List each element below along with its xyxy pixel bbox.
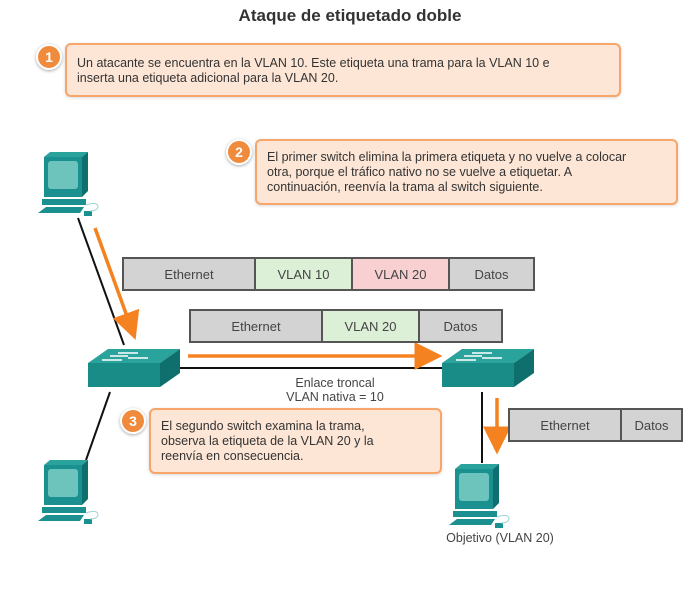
step-2-text-line: continuación, reenvía la trama al switch… [267, 180, 543, 194]
cable-switch1-victim [85, 391, 111, 461]
step-3-text-line: El segundo switch examina la trama, [161, 419, 365, 433]
frame-cell-ethernet: Ethernet [191, 311, 323, 341]
target-pc-icon [448, 463, 510, 529]
step-3-callout: El segundo switch examina la trama, obse… [149, 408, 442, 474]
frame-cell-vlan20-tag: VLAN 20 [353, 259, 450, 289]
frame-cell-vlan20-tag: VLAN 20 [323, 311, 420, 341]
arrow-attacker-to-switch1 [93, 227, 140, 340]
step-3-text-line: reenvía en consecuencia. [161, 449, 304, 463]
step-3-text-line: observa la etiqueta de la VLAN 20 y la [161, 434, 374, 448]
step-1-callout: Un atacante se encuentra en la VLAN 10. … [65, 43, 621, 97]
frame-cell-ethernet: Ethernet [510, 410, 622, 440]
cable-attacker-switch1 [77, 217, 125, 346]
step-2-text-line: otra, porque el tráfico nativo no se vue… [267, 165, 573, 179]
step-2-callout: El primer switch elimina la primera etiq… [255, 139, 678, 205]
step-1-text-line: inserta una etiqueta adicional para la V… [77, 71, 339, 85]
trunk-label-line1: Enlace troncal [295, 376, 375, 390]
diagram-title: Ataque de etiquetado doble [238, 6, 462, 25]
frame-delivered: Ethernet Datos [508, 408, 683, 442]
frame-cell-data: Datos [622, 410, 681, 440]
switch-2-icon [441, 348, 535, 388]
frame-cell-vlan10-tag: VLAN 10 [256, 259, 353, 289]
step-1-text-line: Un atacante se encuentra en la VLAN 10. … [77, 56, 550, 70]
attacker-pc-icon [37, 151, 99, 217]
step-2-badge: 2 [226, 139, 252, 165]
switch-1-icon [87, 348, 181, 388]
step-1-badge: 1 [36, 44, 62, 70]
frame-original: Ethernet VLAN 10 VLAN 20 Datos [122, 257, 535, 291]
target-label: Objetivo (VLAN 20) [446, 531, 554, 545]
step-2-text-line: El primer switch elimina la primera etiq… [267, 150, 627, 164]
frame-after-switch1: Ethernet VLAN 20 Datos [189, 309, 503, 343]
frame-cell-ethernet: Ethernet [124, 259, 256, 289]
trunk-label-line2: VLAN nativa = 10 [286, 390, 384, 404]
step-3-badge: 3 [120, 408, 146, 434]
frame-cell-data: Datos [450, 259, 533, 289]
victim-pc-icon [37, 459, 99, 525]
frame-cell-data: Datos [420, 311, 501, 341]
trunk-label: Enlace troncal VLAN nativa = 10 [250, 376, 420, 404]
